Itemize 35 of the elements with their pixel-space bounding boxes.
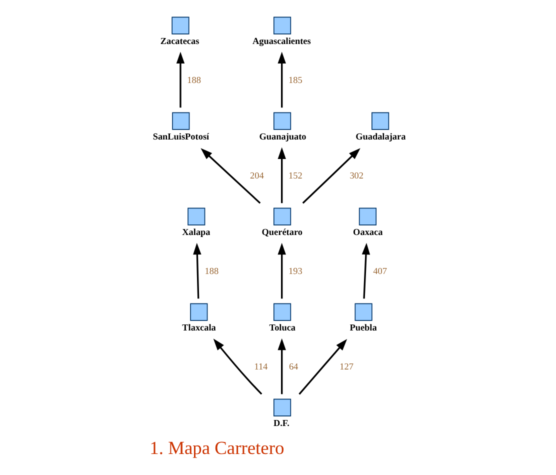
edge-label: 152 — [288, 170, 302, 181]
arrow — [277, 147, 286, 204]
node-label: Guadalajara — [355, 131, 406, 142]
node-label: Guanajuato — [258, 131, 306, 142]
node-label: Querétaro — [261, 226, 302, 237]
arrow — [277, 338, 286, 394]
arrow — [302, 148, 360, 204]
node-label: SanLuisPotosí — [152, 131, 209, 142]
edge-label: 185 — [288, 75, 302, 86]
arrow — [298, 338, 347, 395]
edge-label: 188 — [204, 266, 218, 276]
edge-label: 64 — [288, 362, 298, 372]
node-label: Toluca — [268, 322, 296, 332]
edge-label: 114 — [254, 362, 268, 372]
node-label: Xalapa — [182, 226, 210, 237]
arrow — [176, 52, 184, 108]
edge-label: 188 — [186, 75, 200, 86]
edge-label: 407 — [372, 266, 386, 276]
edge-label: 204 — [250, 170, 264, 181]
node-label: Puebla — [349, 322, 376, 332]
edge-label: 193 — [288, 266, 302, 276]
node-label: Oaxaca — [352, 226, 382, 237]
edge-label: 127 — [339, 362, 353, 372]
arrow — [361, 242, 370, 299]
edge-label: 302 — [349, 170, 364, 181]
arrow — [212, 338, 262, 395]
arrow — [192, 242, 201, 299]
node-label: Tlaxcala — [182, 322, 216, 332]
diagram-title: 1. Mapa Carretero — [149, 438, 284, 458]
node-label: D.F. — [272, 418, 290, 428]
arrow — [277, 242, 286, 299]
arrow — [277, 52, 286, 108]
arrow — [200, 148, 260, 204]
node-label: Zacatecas — [160, 36, 199, 46]
node-label: Aguascalientes — [252, 36, 310, 46]
